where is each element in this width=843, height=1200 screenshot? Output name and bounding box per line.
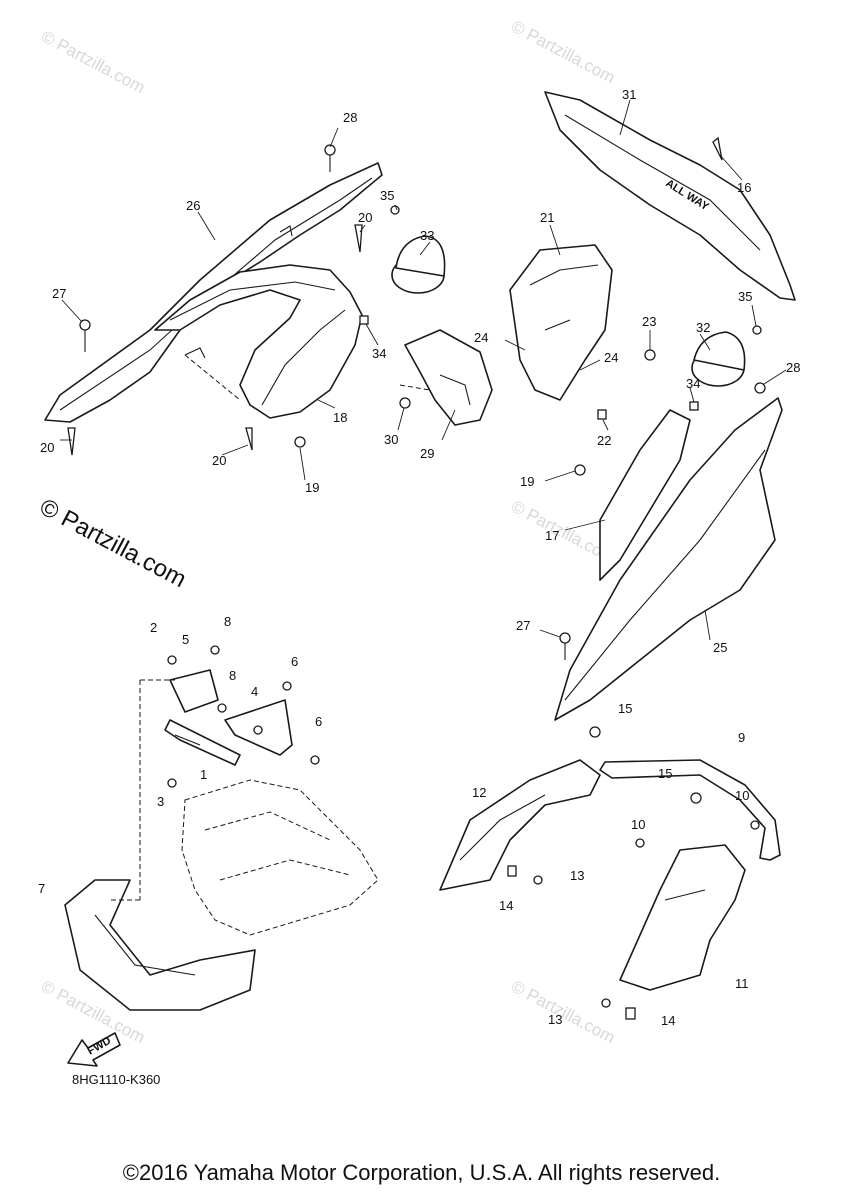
callout-26: 26 (186, 198, 200, 213)
reference-lines (110, 354, 431, 901)
part-11-fender-right (619, 844, 746, 991)
callout-19: 19 (520, 474, 534, 489)
part-32-cup (691, 331, 746, 387)
callout-24: 24 (604, 350, 618, 365)
watermark: © Partzilla.com (38, 27, 148, 98)
part-9-grab-bar (599, 759, 781, 861)
callout-31: 31 (622, 87, 636, 102)
callout-3: 3 (157, 794, 164, 809)
callout-5: 5 (182, 632, 189, 647)
watermark: © Partzilla.com (508, 17, 618, 88)
callout-14: 14 (661, 1013, 675, 1028)
callout-19: 19 (305, 480, 319, 495)
callout-16: 16 (737, 180, 751, 195)
callout-10: 10 (735, 788, 749, 803)
callout-12: 12 (472, 785, 486, 800)
part-7-front-cowl (64, 879, 256, 1011)
callout-8: 8 (224, 614, 231, 629)
callout-15: 15 (658, 766, 672, 781)
callout-2: 2 (150, 620, 157, 635)
callout-18: 18 (333, 410, 347, 425)
part-1-stay (164, 719, 241, 766)
callout-13: 13 (570, 868, 584, 883)
callout-8: 8 (229, 668, 236, 683)
callout-30: 30 (384, 432, 398, 447)
callout-9: 9 (738, 730, 745, 745)
callout-35: 35 (380, 188, 394, 203)
callout-32: 32 (696, 320, 710, 335)
frame-reference (181, 779, 379, 936)
part-25-side-cover-right (554, 397, 783, 721)
callout-11: 11 (735, 976, 749, 991)
callout-6: 6 (291, 654, 298, 669)
callout-27: 27 (52, 286, 66, 301)
callout-35: 35 (738, 289, 752, 304)
part-4-bracket (224, 699, 293, 756)
part-26-side-cover-left (44, 162, 383, 423)
watermark-large: © Partzilla.com (35, 493, 190, 593)
callout-25: 25 (713, 640, 727, 655)
part-17-inner-panel-right (599, 409, 691, 581)
callout-14: 14 (499, 898, 513, 913)
diagram-code: 8HG1110-K360 (72, 1072, 161, 1087)
callout-23: 23 (642, 314, 656, 329)
part-21-center-cover (509, 244, 613, 401)
callout-17: 17 (545, 528, 559, 543)
part-31-top-rear-cover: ALL WAY (544, 91, 796, 301)
callout-34: 34 (372, 346, 386, 361)
callout-20: 20 (212, 453, 226, 468)
callout-20: 20 (40, 440, 54, 455)
part-18-inner-panel-left (154, 264, 363, 419)
callout-10: 10 (631, 817, 645, 832)
copyright-notice: ©2016 Yamaha Motor Corporation, U.S.A. A… (122, 1160, 721, 1185)
watermark: © Partzilla.com (508, 977, 618, 1048)
part-29-bracket-cover (404, 329, 493, 426)
callout-33: 33 (420, 228, 434, 243)
callout-24: 24 (474, 330, 488, 345)
callout-7: 7 (38, 881, 45, 896)
callout-6: 6 (315, 714, 322, 729)
callout-29: 29 (420, 446, 434, 461)
part-5-bracket (169, 669, 219, 713)
callout-21: 21 (540, 210, 554, 225)
callout-22: 22 (597, 433, 611, 448)
callout-1: 1 (200, 767, 207, 782)
callout-28: 28 (786, 360, 800, 375)
callout-27: 27 (516, 618, 530, 633)
part-33-cup (391, 235, 446, 294)
callout-34: 34 (686, 376, 700, 391)
fwd-arrow-icon: FWD (67, 1032, 121, 1067)
callout-13: 13 (548, 1012, 562, 1027)
callout-4: 4 (251, 684, 258, 699)
callout-20: 20 (358, 210, 372, 225)
callout-15: 15 (618, 701, 632, 716)
hardware (67, 136, 766, 1020)
leader-lines (60, 99, 787, 641)
callout-28: 28 (343, 110, 357, 125)
part-12-fender-left (439, 759, 601, 891)
callouts: 28 26 27 20 20 35 33 34 18 20 19 30 29 3… (38, 87, 800, 1028)
